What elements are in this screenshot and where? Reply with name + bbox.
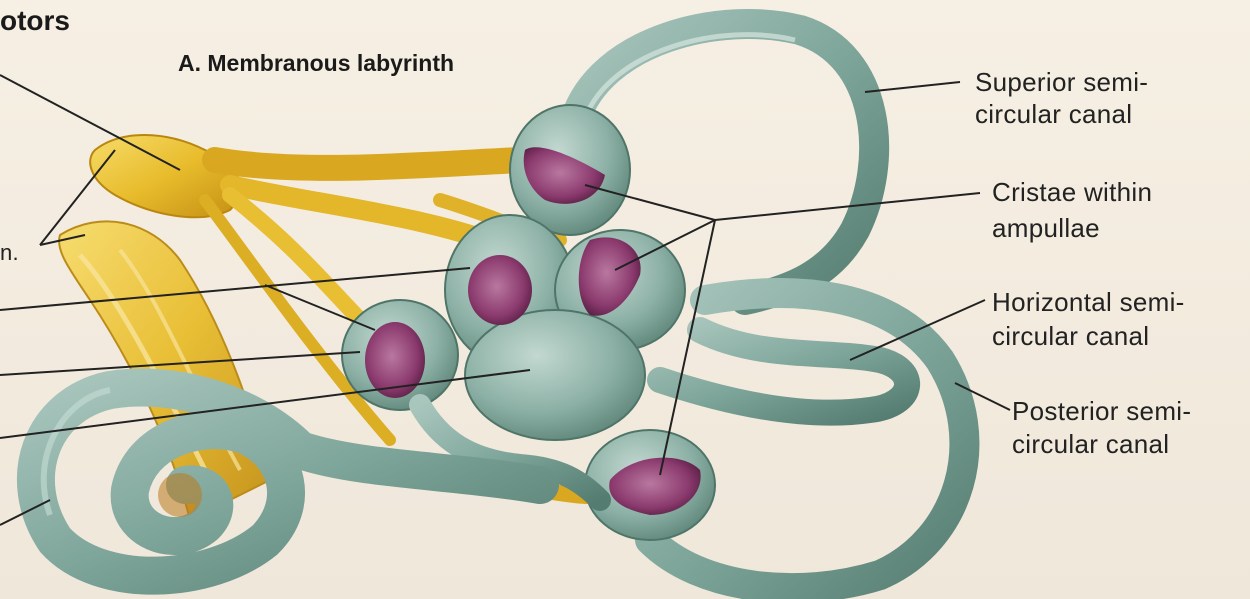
label-cristae-line1: Cristae within bbox=[992, 178, 1152, 207]
label-horizontal-canal-line1: Horizontal semi- bbox=[992, 288, 1185, 317]
leader-superior bbox=[865, 82, 960, 92]
label-cristae-line2: ampullae bbox=[992, 214, 1100, 243]
cochlea bbox=[36, 388, 540, 576]
leader-left-1 bbox=[0, 75, 180, 170]
label-posterior-canal-line1: Posterior semi- bbox=[1012, 397, 1191, 426]
label-superior-canal-line2: circular canal bbox=[975, 100, 1132, 129]
label-superior-canal-line1: Superior semi- bbox=[975, 68, 1148, 97]
diagram-subtitle: A. Membranous labyrinth bbox=[178, 50, 454, 77]
label-posterior-canal-line2: circular canal bbox=[1012, 430, 1169, 459]
label-horizontal-canal-line2: circular canal bbox=[992, 322, 1149, 351]
section-heading-fragment: otors bbox=[0, 5, 70, 37]
horizontal-semicircular-canal bbox=[660, 330, 907, 413]
label-fragment-n: n. bbox=[0, 238, 19, 267]
